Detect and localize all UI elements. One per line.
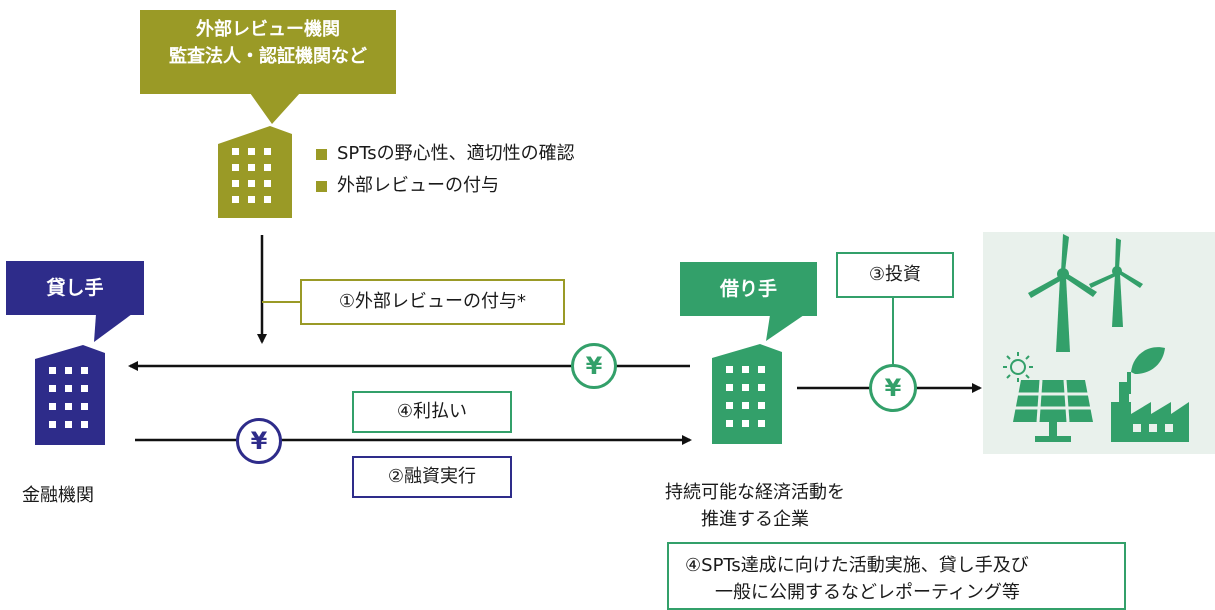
- reviewer-bullet-list: SPTsの野心性、適切性の確認 外部レビューの付与: [316, 138, 575, 202]
- reviewer-bullet-item: SPTsの野心性、適切性の確認: [316, 138, 575, 170]
- reviewer-title-line1: 外部レビュー機関: [196, 19, 340, 40]
- bullet-square-icon: [316, 180, 327, 192]
- lender-label: 金融機関: [22, 485, 94, 506]
- investment-yen-icon: ¥: [869, 364, 917, 412]
- borrower-label: 持続可能な経済活動を 推進する企業: [665, 482, 845, 530]
- solar-panel-icon: [1003, 352, 1093, 442]
- lender-tag: 貸し手: [6, 261, 144, 315]
- reviewer-title-line2: 監査法人・認証機関など: [169, 46, 367, 67]
- interest-yen-icon: ¥: [571, 343, 617, 389]
- borrower-bubble-tail: [766, 315, 804, 341]
- reporting-flow-label: ④SPTs達成に向けた活動実施、貸し手及び 一般に公開するなどレポーティング等: [667, 542, 1126, 610]
- loan-yen-icon: ¥: [236, 418, 282, 464]
- investment-flow-label: ③投資: [836, 252, 954, 298]
- reviewer-bubble-tail: [250, 93, 300, 124]
- reviewer-bubble: 外部レビュー機関 監査法人・認証機関など: [140, 10, 396, 94]
- eco-illustration: [1003, 234, 1189, 442]
- interest-flow-label: ④利払い: [352, 391, 512, 433]
- borrower-building-icon: [712, 344, 782, 444]
- lender-bubble-tail: [94, 314, 132, 342]
- wind-turbine-icon: [1028, 234, 1143, 352]
- lender-building-icon: [35, 345, 105, 445]
- reviewer-bullet-item: 外部レビューの付与: [316, 170, 575, 202]
- borrower-tag: 借り手: [680, 262, 817, 316]
- reviewer-building-icon: [218, 126, 292, 218]
- bullet-square-icon: [316, 148, 327, 160]
- review-flow-label: ①外部レビューの付与*: [300, 279, 565, 325]
- loan-flow-label: ②融資実行: [352, 456, 512, 498]
